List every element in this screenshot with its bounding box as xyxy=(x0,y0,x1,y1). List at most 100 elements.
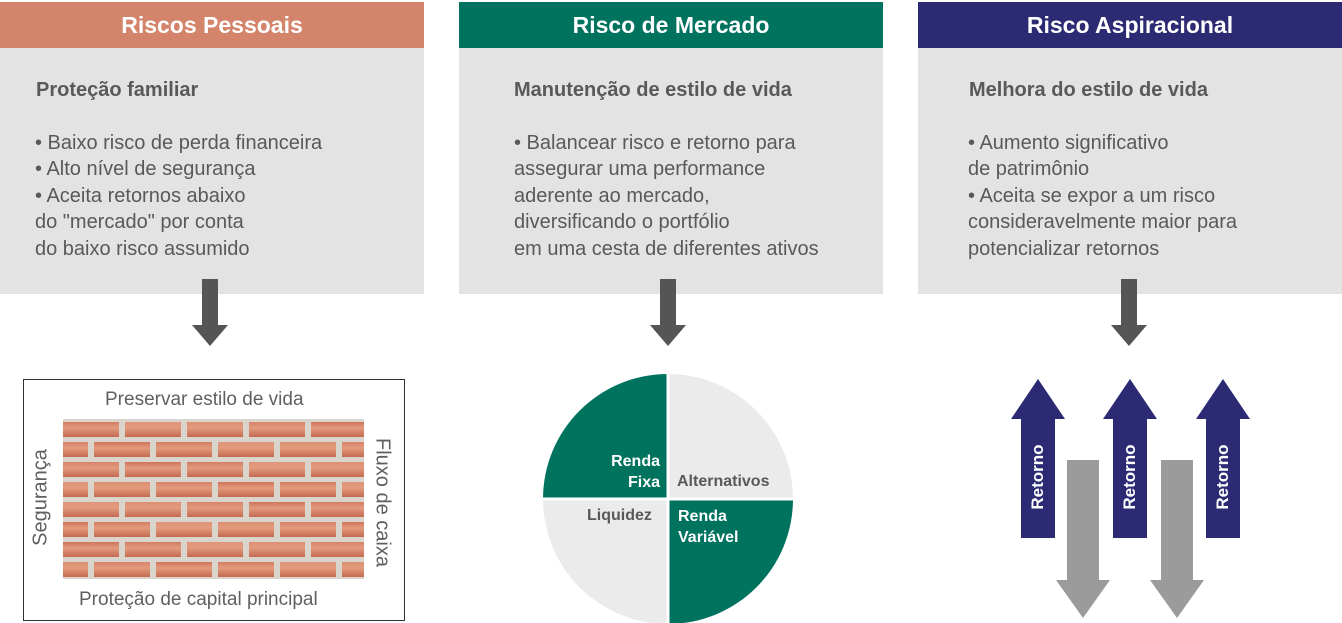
brick xyxy=(280,482,336,497)
panel-line: • Aceita retornos abaixo xyxy=(35,184,246,207)
brick xyxy=(156,442,212,457)
wall-bottom-label: Proteção de capital principal xyxy=(79,589,318,610)
brick xyxy=(311,542,364,557)
brick xyxy=(156,562,212,577)
header-risco-mercado: Risco de Mercado xyxy=(459,2,883,48)
brick xyxy=(249,422,305,437)
panel-line: aderente ao mercado, xyxy=(514,184,710,207)
brick xyxy=(125,462,181,477)
brick xyxy=(280,522,336,537)
gray-down-arrow-icon xyxy=(1056,460,1110,618)
header-risco-aspiracional: Risco Aspiracional xyxy=(918,2,1342,48)
panel-subtitle: Proteção familiar xyxy=(36,79,199,101)
pie-slice-renda-variavel xyxy=(668,499,793,623)
brick xyxy=(311,422,364,437)
panel-lines: • Baixo risco de perda financeira • Alto… xyxy=(35,130,322,262)
panel-lines: • Balancear risco e retorno para assegur… xyxy=(514,130,819,262)
brick xyxy=(218,562,274,577)
pie-label-renda-variavel: Renda Variável xyxy=(678,506,739,548)
brick-wall xyxy=(63,419,364,579)
pie-slice-renda-fixa xyxy=(543,374,668,499)
header-riscos-pessoais: Riscos Pessoais xyxy=(0,2,424,48)
panel-line: do baixo risco assumido xyxy=(35,237,250,260)
brick xyxy=(94,442,150,457)
brick xyxy=(63,502,119,517)
brick xyxy=(249,502,305,517)
brick xyxy=(311,462,364,477)
wall-left-label: Segurança xyxy=(29,449,52,546)
brick xyxy=(125,422,181,437)
brick xyxy=(249,462,305,477)
brick xyxy=(187,422,243,437)
brick xyxy=(63,482,88,497)
brick xyxy=(156,482,212,497)
panel-line: do "mercado" por conta xyxy=(35,211,244,234)
panel-line: consideravelmente maior para xyxy=(968,211,1238,234)
panel-line: de patrimônio xyxy=(968,158,1090,181)
panel-line: • Aumento significativo xyxy=(968,132,1169,154)
brick xyxy=(218,522,274,537)
brick xyxy=(218,442,274,457)
pie-label-line: Fixa xyxy=(627,474,660,491)
down-arrow-icon xyxy=(650,279,686,346)
panel-lines: • Aumento significativo de patrimônio • … xyxy=(968,130,1237,262)
brick xyxy=(311,502,364,517)
panel-subtitle: Manutenção de estilo de vida xyxy=(514,79,792,101)
brick xyxy=(342,442,364,457)
brick xyxy=(63,542,119,557)
panel-line: potencializar retornos xyxy=(968,237,1160,260)
brick xyxy=(280,442,336,457)
retorno-label: Retorno xyxy=(1213,444,1232,510)
wall-top-label: Preservar estilo de vida xyxy=(105,389,304,410)
pie-label-alternativos: Alternativos xyxy=(677,473,770,490)
brick xyxy=(156,522,212,537)
brick xyxy=(125,542,181,557)
brick xyxy=(63,522,88,537)
panel-risco-aspiracional: Melhora do estilo de vida • Aumento sign… xyxy=(918,48,1342,294)
panel-line: • Balancear risco e retorno para xyxy=(514,132,796,154)
blue-up-arrow-icon xyxy=(1103,379,1157,538)
allocation-pie xyxy=(543,374,793,623)
brick xyxy=(280,562,336,577)
panel-line: assegurar uma performance xyxy=(514,158,766,181)
pie-label-liquidez: Liquidez xyxy=(587,507,652,524)
wall-right-label: Fluxo de caixa xyxy=(371,438,394,567)
brick xyxy=(342,482,364,497)
gray-down-arrow-icon xyxy=(1150,460,1204,618)
down-arrow-icon xyxy=(1111,279,1147,346)
brick xyxy=(187,542,243,557)
brick xyxy=(187,502,243,517)
brick xyxy=(342,522,364,537)
pie-label-line: Renda xyxy=(678,508,727,525)
brick xyxy=(94,482,150,497)
brick xyxy=(63,562,88,577)
pie-label-renda-fixa: Renda Fixa xyxy=(590,451,660,493)
panel-subtitle: Melhora do estilo de vida xyxy=(969,79,1208,101)
down-arrow-icon xyxy=(192,279,228,346)
brick xyxy=(63,442,88,457)
panel-riscos-pessoais: Proteção familiar • Baixo risco de perda… xyxy=(0,48,424,294)
blue-up-arrow-icon xyxy=(1196,379,1250,538)
pie-slice-liquidez xyxy=(543,499,668,623)
brick xyxy=(94,522,150,537)
brick xyxy=(249,542,305,557)
panel-line: • Baixo risco de perda financeira xyxy=(35,132,323,154)
panel-risco-mercado: Manutenção de estilo de vida • Balancear… xyxy=(459,48,883,294)
brick xyxy=(63,422,119,437)
retorno-label: Retorno xyxy=(1028,444,1047,510)
brick xyxy=(63,462,119,477)
blue-up-arrow-icon xyxy=(1011,379,1065,538)
brick xyxy=(94,562,150,577)
panel-line: • Alto nível de segurança xyxy=(35,158,256,181)
brick xyxy=(125,502,181,517)
brick xyxy=(342,562,364,577)
brick xyxy=(218,482,274,497)
pie-slice-alternativos xyxy=(668,374,793,499)
panel-line: diversificando o portfólio xyxy=(514,211,730,234)
pie-label-line: Variável xyxy=(678,529,739,546)
panel-line: • Aceita se expor a um risco xyxy=(968,184,1216,207)
brick xyxy=(187,462,243,477)
pie-label-line: Renda xyxy=(611,453,660,470)
panel-line: em uma cesta de diferentes ativos xyxy=(514,237,819,260)
retorno-label: Retorno xyxy=(1120,444,1139,510)
